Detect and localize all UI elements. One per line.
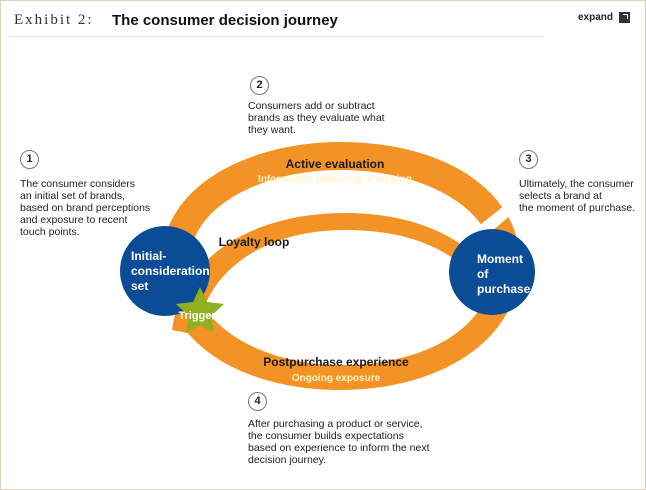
trigger-star	[176, 287, 224, 333]
moment-of-purchase-circle	[449, 229, 535, 315]
step-2-line: brands as they evaluate what	[248, 112, 385, 124]
exhibit-label: Exhibit 2:	[14, 12, 94, 28]
moment-of-purchase-line: of	[477, 267, 489, 281]
step-1-line: and exposure to recent	[20, 214, 128, 226]
initial-consideration-line: consideration	[131, 264, 210, 278]
expand-icon	[619, 12, 631, 23]
step-3-number: 3	[519, 150, 538, 169]
step-4-line: decision journey.	[248, 454, 327, 466]
initial-consideration-circle	[120, 226, 210, 316]
loyalty-loop-label: Loyalty loop	[219, 235, 290, 249]
step-4-line: based on experience to inform the next	[248, 442, 430, 454]
step-4-line: After purchasing a product or service,	[248, 418, 423, 430]
step-3-line: selects a brand at	[519, 190, 602, 202]
moment-of-purchase-line: Moment	[477, 252, 523, 266]
step-3-text: Ultimately, the consumer selects a brand…	[519, 178, 635, 214]
active-evaluation-title: Active evaluation	[286, 157, 385, 171]
step-1-line: an initial set of brands,	[20, 190, 126, 202]
loyalty-loop-band	[172, 213, 466, 335]
step-3-line: the moment of purchase.	[519, 202, 636, 214]
expand-label: expand	[578, 12, 614, 23]
postpurchase-subtitle: Ongoing exposure	[292, 373, 381, 384]
step-4-number: 4	[248, 392, 267, 411]
step-4-line: the consumer builds expectations	[248, 430, 404, 442]
step-2-number: 2	[250, 76, 269, 95]
step-1-line: based on brand perceptions	[20, 202, 151, 214]
step-4-text: After purchasing a product or service, t…	[248, 418, 430, 466]
postpurchase-title: Postpurchase experience	[263, 355, 409, 369]
step-2-text: Consumers add or subtract brands as they…	[248, 100, 385, 136]
step-1-text: The consumer considers an initial set of…	[20, 178, 150, 238]
exhibit-title: The consumer decision journey	[112, 12, 338, 29]
trigger-label: Trigger	[178, 310, 216, 322]
expand-button[interactable]: expand	[578, 12, 631, 23]
initial-consideration-line: set	[131, 279, 148, 293]
active-evaluation-subtitle: Information gathering, shopping	[258, 174, 412, 185]
step-1-line: The consumer considers	[20, 178, 135, 190]
initial-consideration-line: Initial-	[131, 249, 166, 263]
step-1-number: 1	[20, 150, 39, 169]
step-2-line: Consumers add or subtract	[248, 100, 375, 112]
step-2-line: they want.	[248, 124, 296, 136]
exhibit-header: Exhibit 2: The consumer decision journey…	[0, 0, 644, 38]
step-1-line: touch points.	[20, 226, 80, 238]
step-3-line: Ultimately, the consumer	[519, 178, 634, 190]
moment-of-purchase-line: purchase	[477, 282, 531, 296]
header-divider	[8, 36, 544, 37]
